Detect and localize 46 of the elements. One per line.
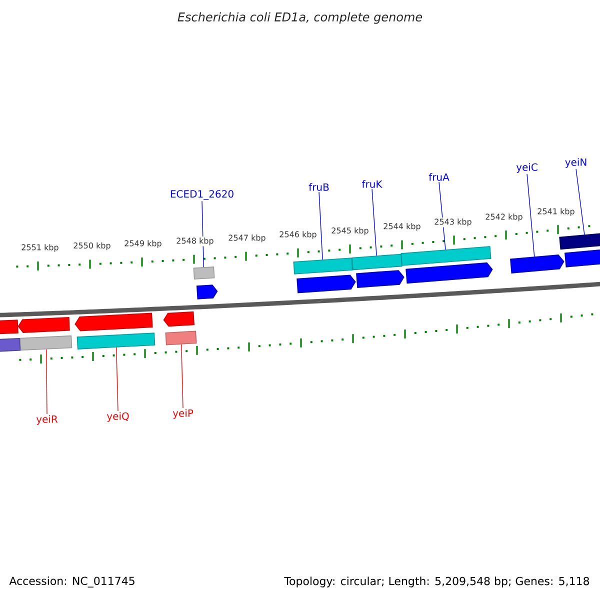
- leader-line: [46, 349, 48, 414]
- scale-label: 2546 kbp: [278, 230, 318, 240]
- gene-block: [163, 311, 194, 327]
- feature-bar: [193, 266, 215, 280]
- scale-label: 2541 kbp: [536, 207, 576, 217]
- scale-label: 2547 kbp: [227, 234, 267, 244]
- gene-block: [74, 312, 153, 332]
- gene-block: [564, 248, 600, 268]
- genome-info-text: Topology: circular; Length: 5,209,548 bp; Genes: 5,118: [284, 576, 590, 588]
- feature-bar: [20, 335, 72, 351]
- leader-line: [181, 344, 184, 408]
- leader-line: [526, 174, 535, 257]
- leader-line: [372, 188, 377, 256]
- scale-label: 2544 kbp: [382, 222, 422, 232]
- scale-label: 2548 kbp: [175, 236, 215, 246]
- gene-block: [356, 270, 404, 288]
- gene-label: fruA: [428, 173, 450, 181]
- scale-label: 2550 kbp: [72, 241, 112, 252]
- feature-bar: [559, 232, 600, 250]
- leader-line: [318, 192, 323, 260]
- leader-line: [576, 168, 585, 235]
- gene-label: yeiQ: [106, 412, 129, 422]
- feature-bar: [293, 258, 353, 274]
- scale-label: 2551 kbp: [20, 243, 60, 253]
- gene-label: fruK: [362, 180, 382, 188]
- gene-block: [510, 254, 564, 274]
- gene-label: yeiR: [36, 415, 58, 425]
- accession-text: Accession: NC_011745: [9, 576, 134, 588]
- gene-label: yeiN: [565, 158, 586, 168]
- scale-label: 2543 kbp: [433, 218, 473, 228]
- gene-label: ECED1_2620: [170, 190, 234, 200]
- gene-block: [0, 320, 18, 334]
- feature-bar: [0, 338, 21, 352]
- feature-bar: [165, 330, 197, 346]
- gene-block: [296, 274, 356, 294]
- title: Escherichia coli ED1a, complete genome: [178, 12, 422, 24]
- leader-line: [116, 347, 118, 412]
- scale-label: 2549 kbp: [123, 239, 163, 249]
- feature-bar: [352, 254, 402, 270]
- feature-bar: [76, 332, 156, 350]
- scale-label: 2545 kbp: [330, 226, 370, 236]
- gene-label: fruB: [308, 183, 329, 191]
- gene-label: yeiP: [172, 409, 194, 419]
- gene-block: [196, 284, 218, 300]
- gene-label: yeiC: [516, 163, 538, 173]
- scale-label: 2542 kbp: [484, 212, 524, 222]
